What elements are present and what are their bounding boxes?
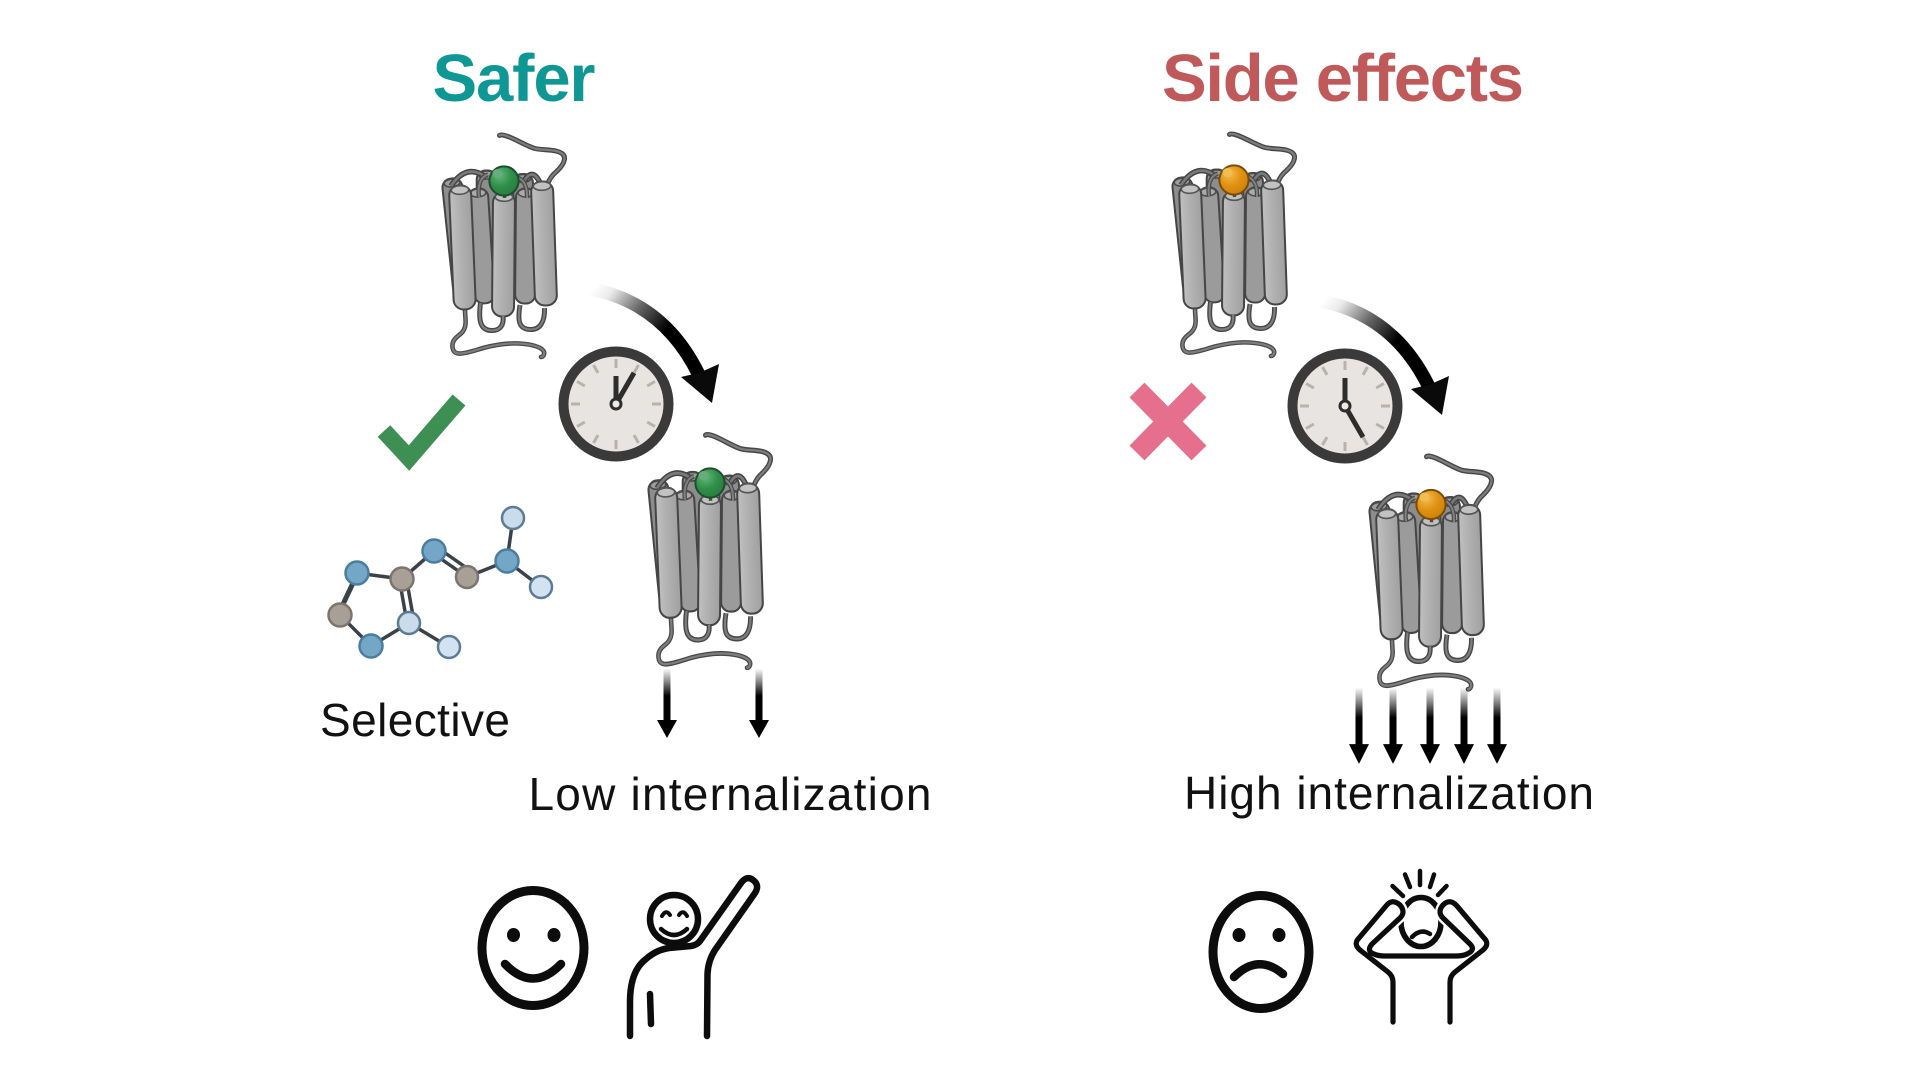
svg-text:Low internalization: Low internalization [529,768,932,820]
svg-text:Side effects: Side effects [1162,41,1524,116]
svg-text:Safer: Safer [433,41,596,116]
svg-text:Selective: Selective [320,694,510,746]
svg-text:High internalization: High internalization [1184,767,1594,819]
